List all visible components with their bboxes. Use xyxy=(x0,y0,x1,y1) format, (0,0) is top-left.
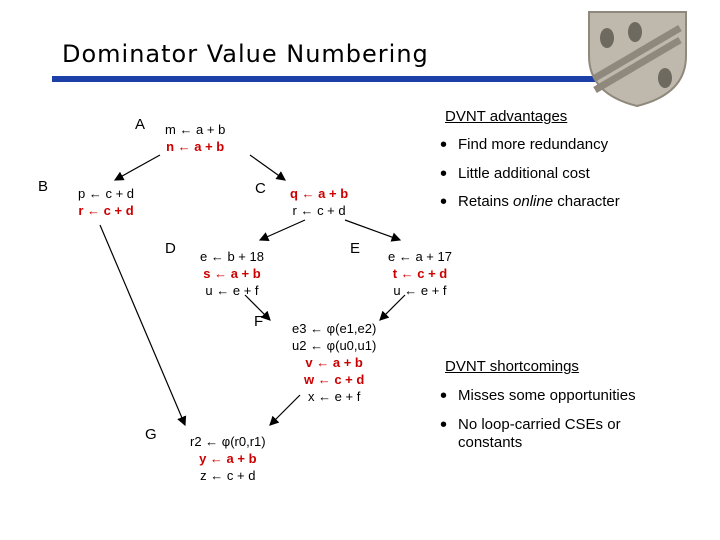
node-f-line-1: e3 ← φ(e1,e2) xyxy=(292,321,377,336)
edge-f-g xyxy=(269,394,301,426)
advantages-heading: DVNT advantages xyxy=(445,108,568,125)
node-b-block: p ← c + d r ← c + d xyxy=(78,185,134,219)
node-f-line-5: x ← e + f xyxy=(307,389,361,404)
edge-a-c xyxy=(249,154,286,181)
edge-c-d xyxy=(258,219,306,241)
node-a-label: A xyxy=(135,116,146,133)
edge-c-e xyxy=(344,219,402,242)
node-b-line-2: r ← c + d xyxy=(78,203,134,218)
advantage-item-3b: online xyxy=(513,193,554,210)
node-d-block: e ← b + 18 s ← a + b u ← e + f xyxy=(200,248,264,299)
node-f-label: F xyxy=(254,313,264,330)
node-a-line-1: m ← a + b xyxy=(165,122,226,137)
node-a-line-2: n ← a + b xyxy=(166,139,225,154)
slide-title: Dominator Value Numbering xyxy=(62,40,429,68)
shield-logo xyxy=(588,11,687,108)
node-c-line-1: q ← a + b xyxy=(290,186,349,201)
shortcoming-item-2: No loop-carried CSEs or xyxy=(458,416,621,433)
edge-a-b xyxy=(113,154,161,181)
advantage-item: •Retains online character xyxy=(440,191,620,213)
node-d-line-2: s ← a + b xyxy=(203,266,261,281)
shortcoming-item: •Misses some opportunities xyxy=(440,385,636,407)
node-f-block: e3 ← φ(e1,e2) u2 ← φ(u0,u1) v ← a + b w … xyxy=(292,320,376,405)
node-f-line-2: u2 ← φ(u0,u1) xyxy=(292,338,377,353)
node-g-line-3: z ← c + d xyxy=(200,468,256,483)
advantage-item: •Find more redundancy xyxy=(440,134,609,156)
node-c-label: C xyxy=(255,180,266,197)
advantage-item-3c: character xyxy=(553,193,620,210)
node-g-line-2: y ← a + b xyxy=(199,451,257,466)
edge-e-f xyxy=(379,294,406,321)
node-g-label: G xyxy=(145,426,157,443)
node-d-line-1: e ← b + 18 xyxy=(200,249,264,264)
shortcoming-item: •No loop-carried CSEs or constants xyxy=(440,414,621,451)
node-e-line-2: t ← c + d xyxy=(392,266,448,281)
edge-d-f xyxy=(244,294,271,321)
node-f-line-3: v ← a + b xyxy=(305,355,363,370)
node-b-label: B xyxy=(38,178,49,195)
node-e-line-3: u ← e + f xyxy=(393,283,447,298)
edge-b-g xyxy=(99,224,187,427)
shortcoming-item-2b: constants xyxy=(458,434,523,451)
node-e-label: E xyxy=(350,240,361,257)
node-c-line-2: r ← c + d xyxy=(292,203,346,218)
node-g-block: r2 ← φ(r0,r1) y ← a + b z ← c + d xyxy=(190,433,266,484)
node-c-block: q ← a + b r ← c + d xyxy=(290,185,348,219)
advantage-item-3a: Retains xyxy=(458,193,514,210)
advantage-item-2: Little additional cost xyxy=(458,165,590,182)
node-f-line-4: w ← c + d xyxy=(303,372,365,387)
advantage-item: •Little additional cost xyxy=(440,163,590,185)
node-e-line-1: e ← a + 17 xyxy=(388,249,452,264)
node-e-block: e ← a + 17 t ← c + d u ← e + f xyxy=(388,248,452,299)
node-b-line-1: p ← c + d xyxy=(78,186,134,201)
node-d-label: D xyxy=(165,240,176,257)
shortcomings-heading: DVNT shortcomings xyxy=(445,358,579,375)
node-g-line-1: r2 ← φ(r0,r1) xyxy=(190,434,266,449)
node-d-line-3: u ← e + f xyxy=(205,283,259,298)
advantage-item-1: Find more redundancy xyxy=(458,136,609,153)
title-rule xyxy=(52,76,607,82)
shortcoming-item-1: Misses some opportunities xyxy=(458,387,636,404)
node-a-block: m ← a + b n ← a + b xyxy=(165,121,225,155)
